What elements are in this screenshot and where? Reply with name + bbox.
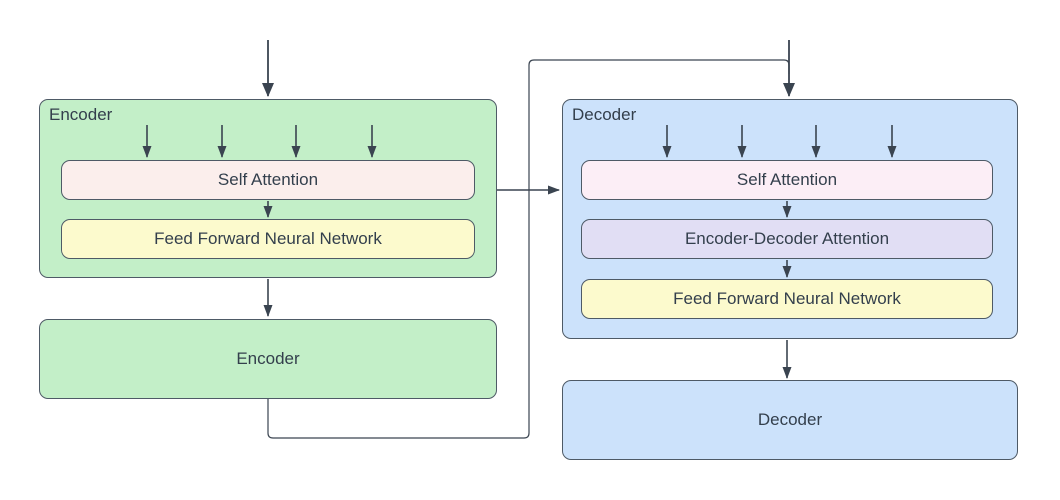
decoder-self-attention-label: Self Attention bbox=[736, 170, 838, 189]
encoder-group-label: Encoder bbox=[49, 105, 113, 124]
decoder-stack-box: Decoder bbox=[562, 380, 1018, 460]
decoder-stack-label: Decoder bbox=[757, 410, 823, 429]
encoder-decoder-attention-box: Encoder-Decoder Attention bbox=[581, 219, 993, 259]
encoder-self-attention-label: Self Attention bbox=[217, 170, 319, 189]
decoder-group-label: Decoder bbox=[572, 105, 637, 124]
decoder-feed-forward-label: Feed Forward Neural Network bbox=[673, 289, 901, 308]
encoder-stack-label: Encoder bbox=[236, 349, 300, 368]
decoder-self-attention-box: Self Attention bbox=[581, 160, 993, 200]
encoder-feed-forward-label: Feed Forward Neural Network bbox=[154, 229, 382, 248]
decoder-feed-forward-box: Feed Forward Neural Network bbox=[581, 279, 993, 319]
encoder-feed-forward-box: Feed Forward Neural Network bbox=[61, 219, 475, 259]
encoder-self-attention-box: Self Attention bbox=[61, 160, 475, 200]
encoder-stack-box: Encoder bbox=[39, 319, 497, 399]
encoder-decoder-attention-label: Encoder-Decoder Attention bbox=[684, 229, 890, 248]
